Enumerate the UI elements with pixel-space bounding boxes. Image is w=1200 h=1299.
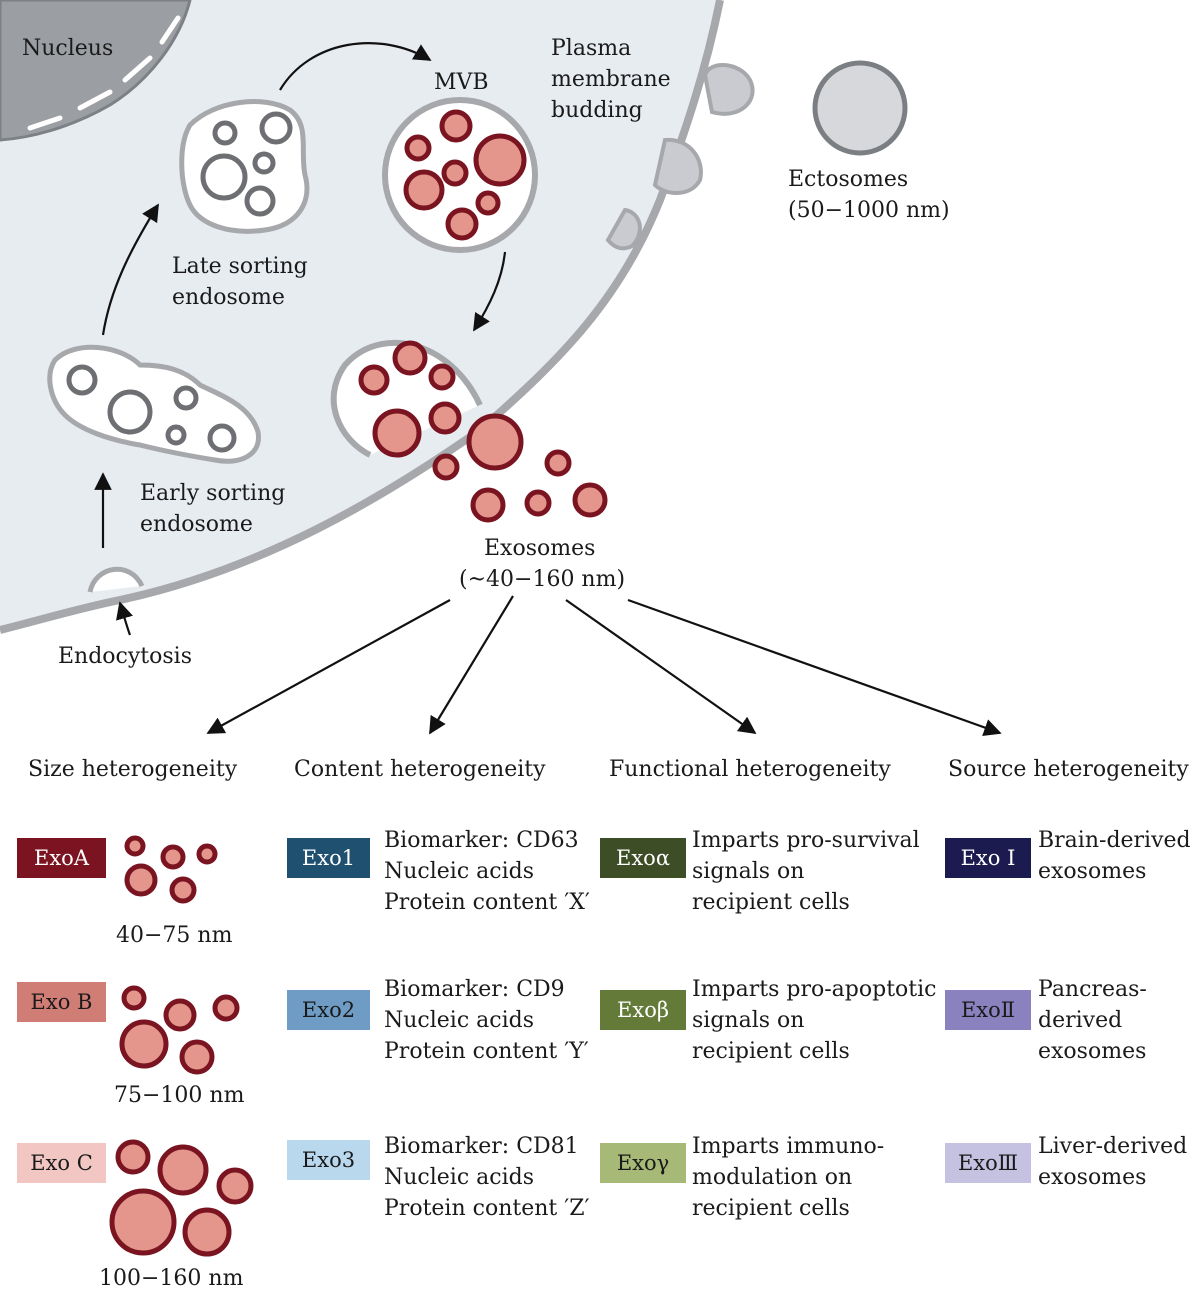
pathway-arrows	[94, 42, 1002, 736]
content-2-line-2: Nucleic acids	[384, 1008, 534, 1033]
plasma-membrane-label-3: budding	[551, 98, 643, 123]
content-2-line-3: Protein content ′Y′	[384, 1039, 589, 1064]
content-1-line-3: Protein content ′X′	[384, 890, 590, 915]
released-exosomes	[358, 340, 608, 523]
plasma-membrane-label-1: Plasma	[551, 36, 632, 61]
nucleus	[0, 0, 192, 142]
exosomes-label-1: Exosomes	[484, 536, 596, 561]
size-range-b: 75−100 nm	[114, 1083, 245, 1108]
source-box-1: Exo Ⅰ	[945, 838, 1031, 878]
size-particles-b	[119, 985, 240, 1075]
source-3-line-1: Liver-derived	[1038, 1134, 1188, 1159]
early-endosome-vesicles	[66, 364, 237, 453]
functional-box-beta: Exoβ	[600, 990, 686, 1030]
content-box-3: Exo3	[287, 1140, 370, 1180]
functional-beta-line-1: Imparts pro-apoptotic	[692, 977, 937, 1002]
functional-alpha-line-2: signals on	[692, 859, 805, 884]
header-source: Source heterogeneity	[948, 757, 1189, 782]
content-1-line-2: Nucleic acids	[384, 859, 534, 884]
plasma-membrane-label-2: membrane	[551, 67, 671, 92]
content-box-1: Exo1	[287, 838, 370, 878]
functional-box-gamma: Exoγ	[600, 1143, 686, 1183]
arrow-to-release	[473, 251, 507, 332]
early-endosome-label-2: endosome	[140, 512, 253, 537]
arrow-endocytosis-up	[116, 601, 133, 636]
ectosomes-label-2: (50−1000 nm)	[788, 198, 950, 223]
functional-box-alpha: Exoα	[600, 838, 686, 878]
functional-beta-line-2: signals on	[692, 1008, 805, 1033]
content-2-line-1: Biomarker: CD9	[384, 977, 565, 1002]
size-particles-a	[124, 835, 218, 904]
endocytosis-pit	[87, 566, 145, 593]
content-box-2: Exo2	[287, 990, 370, 1030]
arrow-source	[627, 598, 1002, 736]
endocytosis-label: Endocytosis	[58, 644, 193, 669]
source-1-line-1: Brain-derived	[1038, 828, 1191, 853]
ectosome	[812, 60, 908, 156]
header-functional: Functional heterogeneity	[609, 757, 891, 782]
content-3-line-3: Protein content ′Z′	[384, 1196, 590, 1221]
source-2-line-3: exosomes	[1038, 1039, 1147, 1064]
nuclear-envelope-gaps	[27, 15, 181, 131]
arrow-to-mvb	[279, 42, 432, 91]
size-particles-c	[109, 1139, 254, 1257]
functional-gamma-line-3: recipient cells	[692, 1196, 850, 1221]
size-range-a: 40−75 nm	[116, 923, 233, 948]
size-box-c: Exo C	[17, 1143, 106, 1183]
early-endosome-label-1: Early sorting	[140, 481, 286, 506]
content-3-line-1: Biomarker: CD81	[384, 1134, 579, 1159]
size-range-c: 100−160 nm	[99, 1266, 244, 1291]
header-content: Content heterogeneity	[294, 757, 546, 782]
source-3-line-2: exosomes	[1038, 1165, 1147, 1190]
header-size: Size heterogeneity	[28, 757, 238, 782]
mvb-vesicles	[403, 109, 527, 241]
source-2-line-1: Pancreas-	[1038, 977, 1147, 1002]
arrow-size	[206, 599, 451, 734]
source-box-2: ExoⅡ	[945, 990, 1031, 1030]
mvb-label: MVB	[434, 70, 489, 95]
late-endosome-label-1: Late sorting	[172, 254, 308, 279]
size-box-a: ExoA	[17, 838, 106, 878]
functional-alpha-line-1: Imparts pro-survival	[692, 828, 920, 853]
arrow-content	[429, 595, 514, 735]
content-3-line-2: Nucleic acids	[384, 1165, 534, 1190]
functional-alpha-line-3: recipient cells	[692, 890, 850, 915]
exosomes-label-2: (~40−160 nm)	[459, 567, 626, 592]
source-2-line-2: derived	[1038, 1008, 1123, 1033]
functional-gamma-line-2: modulation on	[692, 1165, 853, 1190]
late-endosome-vesicles	[200, 111, 293, 217]
early-sorting-endosome	[47, 344, 261, 464]
membrane-buds	[605, 62, 755, 251]
arrow-functional	[565, 599, 757, 735]
content-1-line-1: Biomarker: CD63	[384, 828, 579, 853]
ectosomes-label-1: Ectosomes	[788, 167, 909, 192]
functional-gamma-line-1: Imparts immuno-	[692, 1134, 885, 1159]
source-box-3: ExoⅢ	[945, 1143, 1031, 1183]
functional-beta-line-3: recipient cells	[692, 1039, 850, 1064]
nucleus-label: Nucleus	[22, 36, 114, 61]
late-endosome-label-2: endosome	[172, 285, 285, 310]
size-box-b: Exo B	[17, 982, 106, 1022]
source-1-line-2: exosomes	[1038, 859, 1147, 884]
arrow-to-late	[101, 203, 159, 336]
